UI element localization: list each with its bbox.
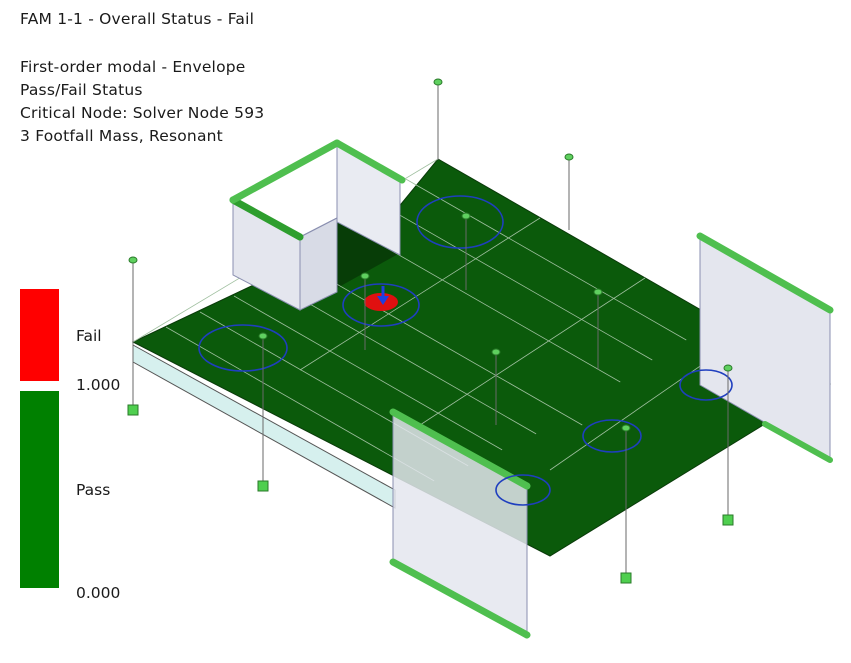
grid-line	[419, 277, 646, 426]
footfall-mass: 3 Footfall Mass, Resonant	[20, 127, 223, 145]
legend-lower-value: 0.000	[76, 584, 121, 602]
legend-fail-swatch	[20, 289, 59, 381]
grid-line	[233, 295, 503, 451]
support-pin	[593, 288, 603, 370]
support-pin	[620, 424, 632, 584]
support-pin	[491, 348, 501, 425]
support-pin	[127, 256, 139, 416]
right-wall	[696, 232, 834, 463]
contours	[198, 195, 733, 506]
critical-node-marker[interactable]	[364, 286, 398, 311]
contour-ring	[342, 283, 420, 327]
contour-ring	[679, 369, 733, 401]
grid-line	[267, 279, 537, 435]
legend-fail-label: Fail	[76, 327, 102, 345]
support-pin	[564, 153, 574, 230]
support-pins	[127, 78, 734, 584]
grid-line	[165, 326, 435, 482]
legend-upper-value: 1.000	[76, 376, 121, 394]
support-pin	[461, 212, 471, 290]
front-wall	[389, 408, 531, 639]
core-walls	[229, 139, 406, 311]
support-pin	[722, 364, 734, 526]
legend-pass-swatch	[20, 391, 59, 588]
contour-ring	[495, 474, 551, 506]
result-type: Pass/Fail Status	[20, 81, 143, 99]
legend-pass-label: Pass	[76, 481, 111, 499]
grid-line	[403, 177, 687, 341]
contour-ring	[416, 195, 504, 249]
analysis-type: First-order modal - Envelope	[20, 58, 246, 76]
critical-node: Critical Node: Solver Node 593	[20, 104, 265, 122]
analysis-info: First-order modal - Envelope Pass/Fail S…	[20, 56, 264, 148]
grid-line	[299, 262, 583, 426]
support-pin	[360, 272, 370, 350]
contour-ring	[582, 419, 642, 453]
support-pin	[433, 78, 443, 160]
contour-ring	[198, 324, 288, 372]
view-title: FAM 1-1 - Overall Status - Fail	[20, 10, 255, 28]
grid-line	[299, 217, 541, 371]
slab-grid	[132, 158, 746, 482]
support-pin	[257, 332, 269, 492]
